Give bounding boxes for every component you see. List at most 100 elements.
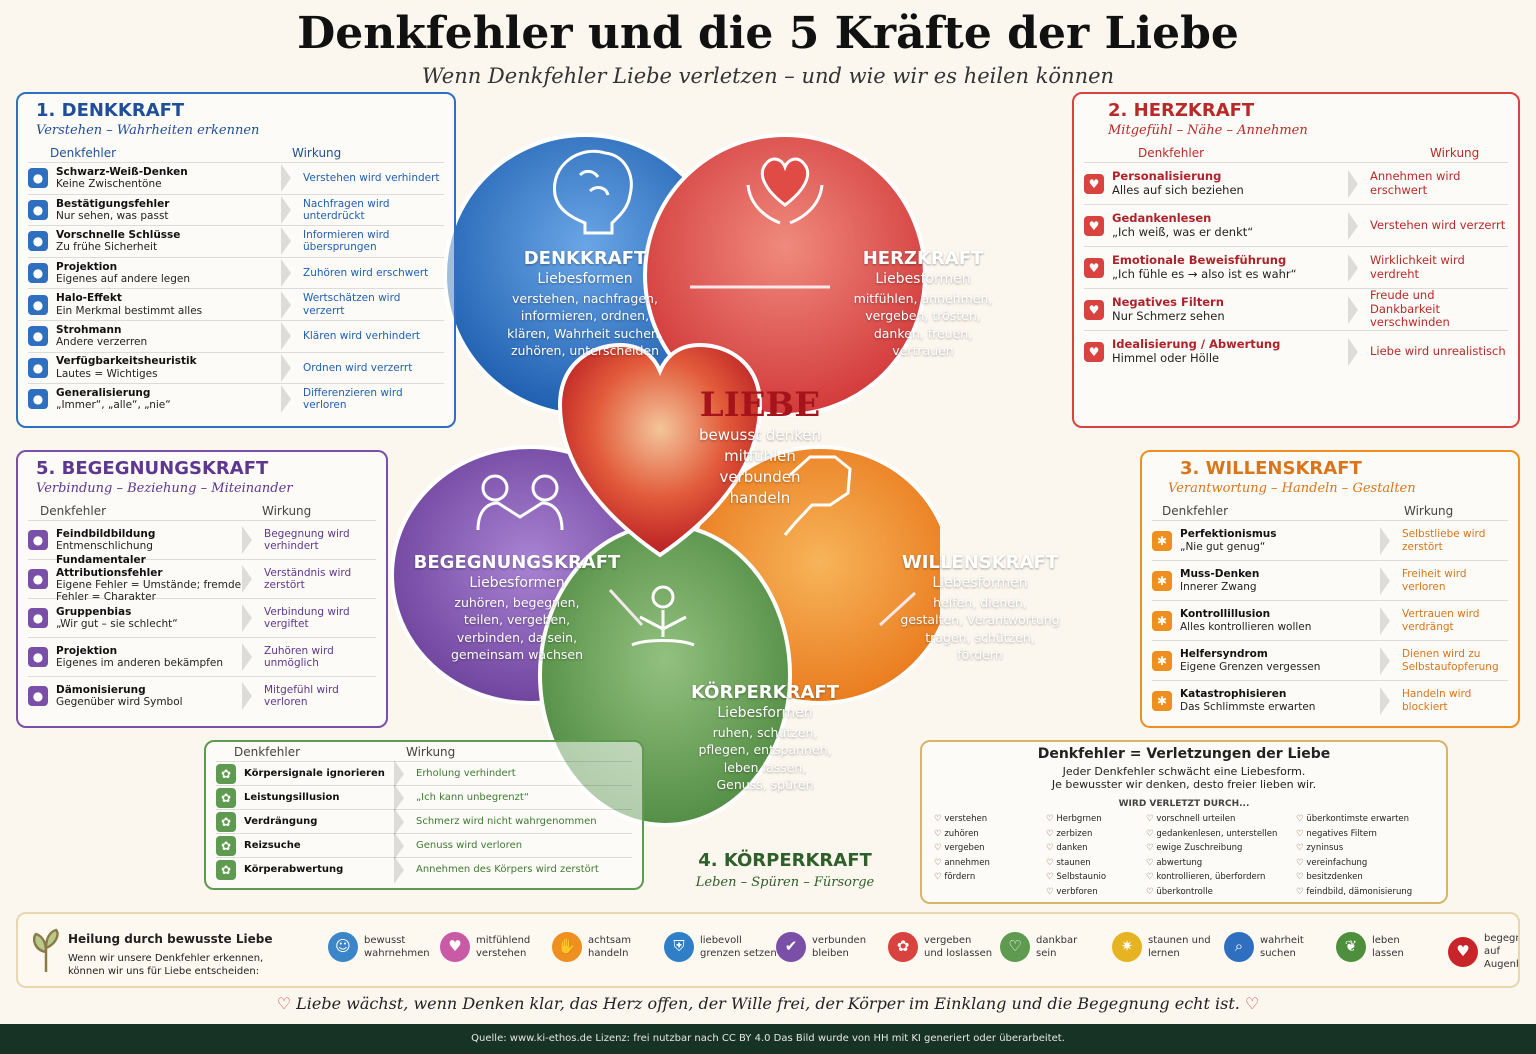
summary-line-2: Je bewusster wir denken, desto freier li…	[1051, 778, 1317, 791]
petal-form-line: pflegen, entspannen,	[698, 742, 832, 758]
denkfehler-name: Körperabwertung	[244, 863, 344, 875]
meditation-icon	[631, 585, 695, 647]
col-header-wirkung: Wirkung	[292, 146, 342, 160]
col-header-denkfehler: Denkfehler	[1162, 504, 1229, 518]
col-header-denkfehler: Denkfehler	[40, 504, 107, 518]
row-icon: ●	[28, 647, 48, 667]
denkfehler-desc: „Immer“, „alle“, „nie“	[56, 399, 171, 412]
denkfehler-desc: Nur Schmerz sehen	[1112, 308, 1225, 323]
summary-item: Selbstaunio	[1056, 872, 1107, 882]
denkfehler-name: Feindbildbildung	[56, 527, 156, 540]
summary-line-1: Jeder Denkfehler schwächt eine Liebesfor…	[1062, 765, 1306, 778]
row-wirkung: Verstehen wird verhindert	[303, 172, 440, 185]
heart-icon: ♡	[1296, 857, 1307, 868]
heart-icon: ♡	[934, 843, 945, 853]
table-row: ●Gruppenbias„Wir gut – sie schlecht“Verb…	[28, 598, 376, 637]
table-row: ✱Perfektionismus„Nie gut genug“Selbstlie…	[1152, 520, 1508, 560]
chevron-right-icon	[394, 759, 404, 788]
petal-form-line: tragen, schützen,	[925, 629, 1035, 645]
panel-subtitle-koerperkraft: Leben – Spüren – Fürsorge	[695, 875, 875, 890]
row-icon: ✱	[1152, 650, 1172, 671]
petal-form-line: vergeben, trösten,	[865, 308, 981, 324]
col-header-denkfehler: Denkfehler	[50, 146, 117, 160]
denkfehler-name: Reizsuche	[244, 839, 301, 851]
row-icon: ✿	[216, 859, 236, 880]
brain-icon	[553, 149, 633, 235]
healing-label-line: begegnen auf	[1484, 933, 1518, 957]
petal-form-line: ruhen, schützen,	[712, 725, 818, 740]
summary-item: verstehen	[944, 814, 988, 824]
row-wirkung: Dienen wird zu Selbstaufopferung	[1402, 648, 1499, 673]
heart-icon: ♡	[934, 857, 945, 868]
heart-icon: ♡	[1296, 886, 1307, 897]
heart-icon: ♡	[934, 872, 945, 882]
petal-form-line: klären, Wahrheit suchen,	[507, 325, 663, 341]
row-wirkung: Erholung verhindert	[416, 767, 516, 779]
heart-icon: ♡	[1046, 857, 1057, 868]
chevron-right-icon	[281, 290, 291, 319]
chevron-right-icon	[281, 353, 291, 382]
chevron-right-icon	[281, 227, 291, 256]
petal-label-koerperkraft: Liebesformen	[717, 705, 813, 721]
row-wirkung: Informieren wird übersprungen	[303, 229, 390, 254]
summary-item: überkontrolle	[1156, 886, 1213, 897]
denkfehler-desc: Keine Zwischentöne	[56, 178, 162, 191]
heart-icon: ♡	[1146, 814, 1157, 824]
chevron-right-icon	[1348, 211, 1358, 240]
row-icon: ●	[28, 357, 48, 378]
row-wirkung: Liebe wird unrealistisch	[1370, 343, 1506, 358]
summary-box: Denkfehler = Verletzungen der Liebe Jede…	[920, 740, 1448, 904]
heart-icon: ♡	[1296, 872, 1307, 882]
denkfehler-name: Projektion	[56, 644, 118, 657]
row-icon: ✿	[216, 811, 236, 832]
denkfehler-desc: Ein Merkmal bestimmt alles	[56, 304, 203, 317]
row-icon: ✿	[216, 763, 236, 784]
row-icon: ●	[28, 263, 48, 284]
row-denkfehler: Perfektionismus„Nie gut genug“	[1180, 528, 1380, 553]
summary-item: danken	[1056, 843, 1088, 853]
chevron-right-icon	[242, 604, 252, 632]
petal-form-line: gestalten, Verantwortung	[900, 612, 1060, 628]
healing-text-line: Wenn wir unsere Denkfehler erkennen,	[68, 953, 264, 964]
row-wirkung: Nachfragen wird unterdrückt	[303, 197, 390, 222]
denkfehler-name: Emotionale Beweisführung	[1112, 252, 1287, 267]
denkfehler-desc: Innerer Zwang	[1180, 580, 1257, 593]
denkfehler-name: Verfügbarkeitsheuristik	[56, 355, 197, 368]
denkfehler-name: Bestätigungsfehler	[56, 197, 170, 210]
handshake-icon: ✋	[552, 932, 582, 962]
release-icon: ✿	[888, 932, 918, 962]
summary-item: negatives Filtern	[1306, 828, 1377, 839]
denkfehler-name: Schwarz-Weiß-Denken	[56, 165, 188, 178]
petal-form-line: verstehen, nachfragen,	[512, 291, 658, 306]
row-icon: ●	[28, 389, 48, 410]
row-wirkung: Genuss wird verloren	[416, 839, 523, 851]
center-line: verbunden	[719, 468, 801, 486]
panel-subtitle-begegnungskraft: Verbindung – Beziehung – Miteinander	[36, 481, 293, 496]
denkfehler-desc: Gegenüber wird Symbol	[56, 696, 183, 708]
table-row: ✿Leistungsillusion„Ich kann unbegrenzt“	[216, 783, 632, 812]
summary-item: abwertung	[1156, 857, 1203, 868]
summary-item: zuhören	[944, 828, 979, 839]
denkfehler-name: Dämonisierung	[56, 683, 146, 696]
denkfehler-name: Gedankenlesen	[1112, 210, 1212, 225]
heart-icon: ♡	[934, 828, 945, 839]
row-denkfehler: Emotionale Beweisführung„Ich fühle es → …	[1112, 252, 1348, 281]
